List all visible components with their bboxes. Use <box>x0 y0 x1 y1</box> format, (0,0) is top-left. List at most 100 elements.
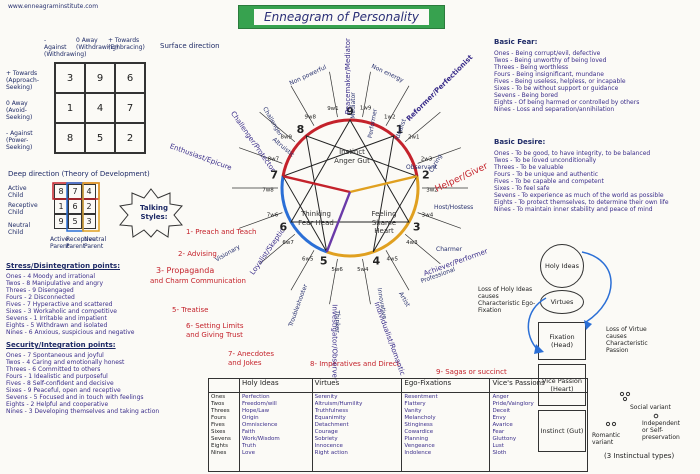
table-cell: Equanimity <box>314 415 346 421</box>
surface-cell: 8 <box>55 123 85 153</box>
radial-spoke <box>259 234 296 265</box>
deep-col-3: Neutral Parent <box>84 236 107 250</box>
fear-item: Fours - Being insignificant, mundane <box>494 71 604 78</box>
security-item: Twos - 4 Caring and emotionally honest <box>6 359 125 366</box>
table-cell: Sevens <box>211 436 231 442</box>
table-header <box>208 378 240 393</box>
table-cell: Flattery <box>404 401 426 407</box>
radial-spoke <box>329 71 338 118</box>
style-9: 9- Sagas or succinct <box>436 368 507 376</box>
wing-label: 1w2 <box>384 114 396 120</box>
radial-spoke <box>385 250 410 291</box>
radial-spokes <box>232 71 468 305</box>
spoke-label: Charmer <box>436 246 463 253</box>
fear-item: Sevens - Being bored <box>494 92 558 99</box>
fear-item: Sixes - To be without support or guidanc… <box>494 85 619 92</box>
radial-spoke <box>362 71 371 118</box>
deep-col-2: Receptive Parent <box>66 236 96 250</box>
desire-item: Ones - To be good, to have integrity, to… <box>494 150 651 157</box>
table-header: Holy Ideas <box>239 378 313 393</box>
table-cell: Eights <box>211 443 229 449</box>
surface-col-1: - Against (Withdrawing) <box>44 37 87 58</box>
table-cell: Cowardice <box>404 429 434 435</box>
style-3b: and Charm Communication <box>150 277 246 285</box>
type-number: 9 <box>346 105 354 118</box>
security-item: Fives - 8 Self-confident and decisive <box>6 380 114 387</box>
radial-spoke <box>385 85 410 126</box>
style-2: 2- Advising <box>178 250 217 258</box>
table-cell: Avarice <box>492 422 513 428</box>
table-header: Virtues <box>311 378 403 393</box>
table-cell: Nines <box>211 450 227 456</box>
security-item: Fours - 1 Idealistic and purposeful <box>6 373 108 380</box>
radial-spoke <box>404 111 441 142</box>
desire-item: Fives - To be capable and competent <box>494 178 604 185</box>
style-7: 7- Anecdotes and Jokes <box>228 350 275 367</box>
type-number: 5 <box>320 254 328 267</box>
stress-item: Twos - 8 Manipulative and angry <box>6 280 104 287</box>
wing-label: 9w1 <box>327 106 339 112</box>
type-number: 6 <box>279 221 287 234</box>
fear-item: Fives - Being useless, helpless, or inca… <box>494 78 626 85</box>
table-cell: Hope/Law <box>242 408 270 414</box>
surface-cell: 1 <box>55 93 85 123</box>
instinct-types-label: (3 Instinctual types) <box>604 452 675 460</box>
table-cell: Deceit <box>492 408 511 414</box>
table-cell: Faith <box>242 429 256 435</box>
surface-cell: 9 <box>85 63 115 93</box>
table-cell: Sixes <box>211 429 226 435</box>
table-cell: Twos <box>211 401 225 407</box>
table-header-row: Holy Ideas Virtues Ego-Fixations Vice's … <box>208 378 588 393</box>
table-cell: Gluttony <box>492 436 517 442</box>
surface-cell: 6 <box>115 63 145 93</box>
surface-row-3: - Against (Power-Seeking) <box>6 130 33 151</box>
wing-label: 9w8 <box>304 114 316 120</box>
head-divider <box>325 191 352 253</box>
table-cell: Detachment <box>314 422 349 428</box>
stress-item: Fives - 7 Hyperactive and scattered <box>6 301 113 308</box>
type-number: 2 <box>422 169 430 182</box>
heart-divider <box>349 175 418 194</box>
independent-variant-label: Independent or Self-preservation <box>642 420 681 441</box>
table-cell: Truthfulness <box>314 408 349 414</box>
stress-item: Threes - 9 Disengaged <box>6 287 74 294</box>
wing-label: 5w4 <box>357 267 369 273</box>
fear-item: Twos - Being unworthy of being loved <box>494 57 607 64</box>
heart-triad-arc <box>326 175 420 258</box>
stress-item: Eights - 5 Withdrawn and isolated <box>6 322 108 329</box>
security-list: Ones - 7 Spontaneous and joyful Twos - 4… <box>6 352 159 415</box>
wing-label: 2w3 <box>421 157 433 163</box>
wing-label: 4w3 <box>406 240 418 246</box>
radial-spoke <box>238 212 283 229</box>
stress-item: Ones - 4 Moody and irrational <box>6 273 96 280</box>
table-cell: Courage <box>314 429 338 435</box>
loss-holy-ideas-note: Loss of Holy Ideas causes Characteristic… <box>478 286 536 314</box>
holy-ideas-table: Holy Ideas Virtues Ego-Fixations Vice's … <box>208 378 588 472</box>
type-number: 4 <box>373 254 381 267</box>
loss-virtue-note: Loss of Virtue causes Characteristic Pas… <box>606 326 648 354</box>
table-cell: Fives <box>211 422 225 428</box>
surface-col-3: + Towards (Embracing) <box>108 37 145 51</box>
head-triad-label: Thinking Fear Head <box>298 210 334 227</box>
inner-triangle <box>290 118 410 223</box>
security-item: Threes - 6 Committed to others <box>6 366 101 373</box>
stress-heading: Stress/Disintegration points: <box>6 262 121 270</box>
fixation-box: Fixation (Head) <box>538 322 586 360</box>
desire-item: Sevens - To experience as much of the wo… <box>494 192 664 199</box>
wing-label: 3w4 <box>422 213 434 219</box>
radial-spoke <box>329 258 338 305</box>
table-cell: Stinginess <box>404 422 433 428</box>
spoke-label: Observant <box>406 164 438 171</box>
security-item: Sixes - 9 Peaceful, open and receptive <box>6 387 121 394</box>
table-cell: Fours <box>211 415 226 421</box>
spoke-label: Mediator <box>349 92 357 119</box>
heart-triad-label: Feeling Shame Heart <box>371 210 397 235</box>
